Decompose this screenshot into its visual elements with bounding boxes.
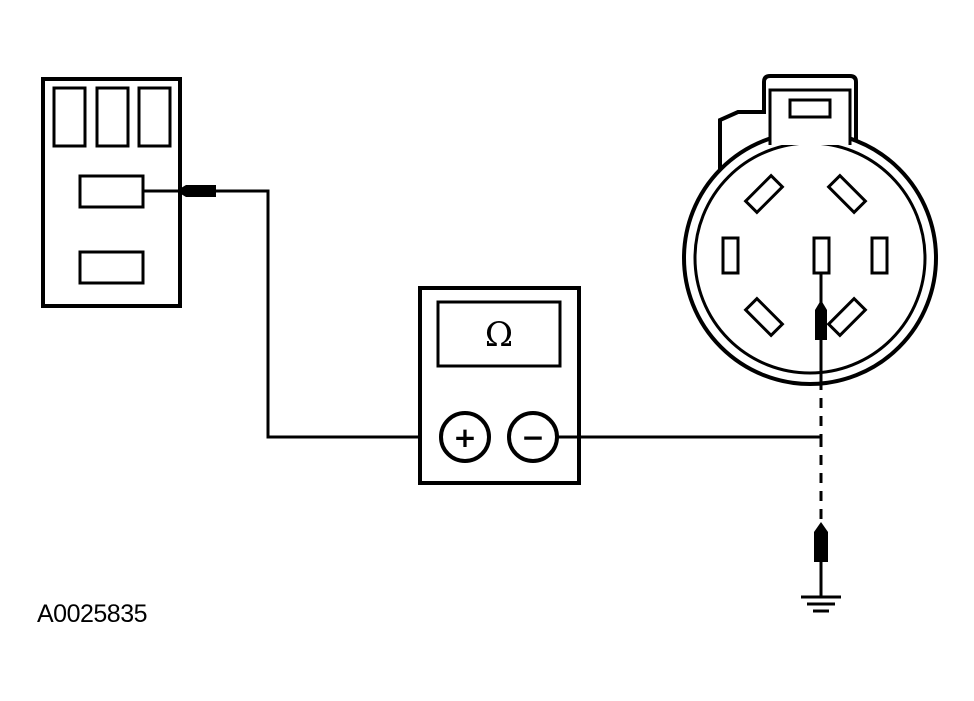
positive-test-lead: [143, 185, 440, 439]
ohm-symbol: Ω: [485, 315, 513, 355]
ground-path: [814, 437, 828, 596]
connector-pin-upper-right: [826, 173, 868, 215]
module-slot-1: [52, 86, 87, 148]
module-terminal-lower: [78, 250, 145, 285]
probe-tip-ground: [814, 522, 828, 562]
connector-pin-right: [870, 236, 889, 275]
probe-tip-positive: [176, 185, 216, 197]
connector-pin-lower-right: [826, 296, 868, 338]
round-connector: [682, 74, 938, 386]
probe-tip-connector: [815, 300, 827, 340]
connector-pin-left: [721, 236, 740, 275]
meter-display: [436, 300, 562, 368]
negative-jack-label: −: [521, 421, 544, 454]
module-slot-3: [137, 86, 172, 148]
connector-pin-upper-left: [743, 173, 785, 215]
positive-jack[interactable]: +: [439, 411, 491, 463]
negative-jack[interactable]: −: [507, 411, 559, 463]
module-terminal-upper: [78, 174, 145, 209]
connector-probe: [815, 273, 827, 380]
ground-icon: [801, 595, 841, 613]
connector-pin-center: [812, 236, 831, 275]
ohmmeter: Ω + −: [418, 286, 581, 485]
figure-id: A0025835: [37, 600, 148, 628]
module-slot-2: [95, 86, 130, 148]
connector-pin-lower-left: [743, 296, 785, 338]
positive-jack-label: +: [453, 421, 476, 454]
connector-latch: [788, 98, 832, 119]
